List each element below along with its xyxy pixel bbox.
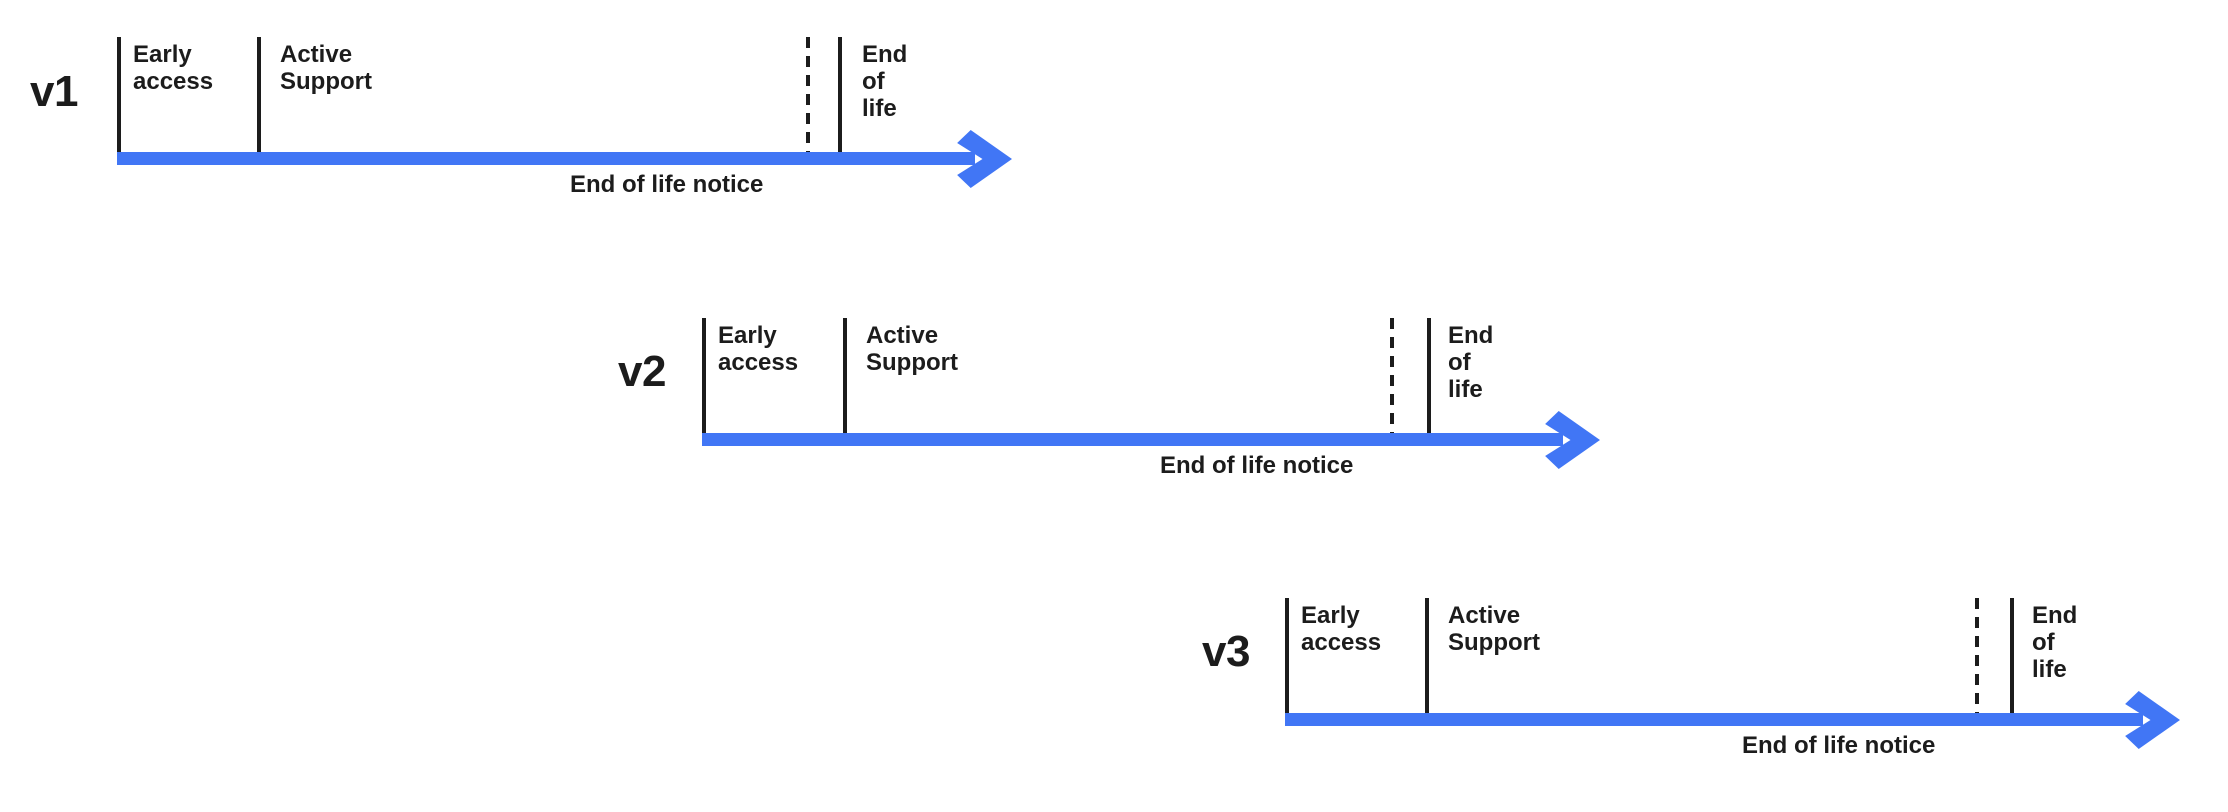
phase-label-early-access: Early access <box>1301 602 1382 656</box>
version-label-v1: v1 <box>30 67 78 116</box>
phase-label-end-of-life: End of life <box>862 41 908 122</box>
divider-active-support-start <box>1425 598 1429 713</box>
divider-end-of-life-notice-dashed <box>1390 318 1394 433</box>
phase-label-early-access: Early access <box>133 41 214 95</box>
divider-end-of-life-notice-dashed <box>1975 598 1979 713</box>
divider-early-access-start <box>1285 598 1289 713</box>
phase-label-end-of-life: End of life <box>1448 322 1494 403</box>
timeline-arrowhead-icon <box>1541 410 1600 469</box>
version-label-v3: v3 <box>1202 627 1250 676</box>
end-of-life-notice-label: End of life notice <box>1742 732 1936 759</box>
divider-end-of-life-start <box>838 37 842 152</box>
divider-active-support-start <box>843 318 847 433</box>
divider-early-access-start <box>117 37 121 152</box>
phase-label-active-support: Active Support <box>866 322 958 376</box>
end-of-life-notice-label: End of life notice <box>570 171 764 198</box>
divider-early-access-start <box>702 318 706 433</box>
divider-end-of-life-start <box>1427 318 1431 433</box>
timeline-bar <box>1285 713 2143 726</box>
timeline-bar <box>117 152 975 165</box>
divider-end-of-life-notice-dashed <box>806 37 810 152</box>
timeline-arrowhead-icon <box>953 129 1012 188</box>
end-of-life-notice-label: End of life notice <box>1160 452 1354 479</box>
phase-label-active-support: Active Support <box>1448 602 1540 656</box>
divider-active-support-start <box>257 37 261 152</box>
timeline-bar <box>702 433 1563 446</box>
phase-label-active-support: Active Support <box>280 41 372 95</box>
phase-label-early-access: Early access <box>718 322 799 376</box>
phase-label-end-of-life: End of life <box>2032 602 2078 683</box>
divider-end-of-life-start <box>2010 598 2014 713</box>
version-label-v2: v2 <box>618 347 666 396</box>
timeline-arrowhead-icon <box>2121 690 2180 749</box>
